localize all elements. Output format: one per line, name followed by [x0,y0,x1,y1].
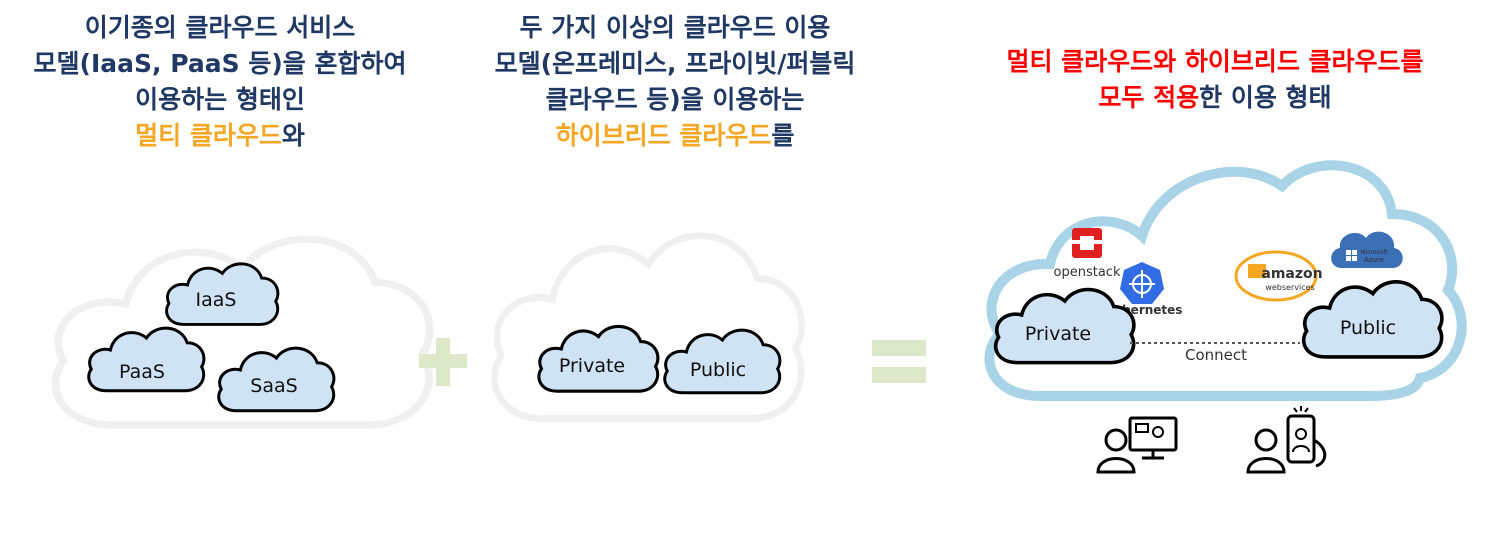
iaas-label: IaaS [196,289,237,311]
hybrid-caption-highlight: 하이브리드 클라우드 [555,121,772,150]
multi-caption-line4: 멀티 클라우드와 [20,118,420,154]
hybrid-caption-line1: 두 가지 이상의 클라우드 이용 [519,13,831,42]
connect-link: Connect [1130,342,1300,364]
desktop-user-icon [1096,416,1178,474]
paas-label: PaaS [119,361,165,383]
multi-caption-line3: 이용하는 형태인 [135,85,305,114]
saas-cloud: SaaS [217,346,336,413]
combined-caption-rest: 한 이용 형태 [1199,83,1332,112]
hybrid-cloud-caption: 두 가지 이상의 클라우드 이용 모델(온프레미스, 프라이빗/퍼블릭 클라우드… [470,10,880,154]
aws-label: amazon [1261,266,1322,282]
combined-caption-red: 모두 적용 [1098,83,1200,112]
iaas-cloud: IaaS [165,262,280,326]
combined-caption-line2: 모두 적용한 이용 형태 [960,80,1470,116]
connect-label: Connect [1185,346,1247,364]
combined-caption: 멀티 클라우드와 하이브리드 클라우드를 모두 적용한 이용 형태 [960,44,1470,116]
public-cloud: Public [663,328,782,395]
multi-caption-suffix: 와 [281,121,305,150]
private-label: Private [559,355,625,377]
multi-caption-line1: 이기종의 클라우드 서비스 [84,13,356,42]
azure-top-label: Microsoft [1360,249,1388,256]
aws-logo: amazon webservices [1234,250,1323,302]
combined-public-cloud: Public [1301,279,1444,359]
kubernetes-logo: kubernetes [1106,262,1182,317]
public-label: Public [690,359,746,381]
multi-cloud-caption: 이기종의 클라우드 서비스 모델(IaaS, PaaS 등)을 혼합하여 이용하… [20,10,420,154]
plus-sign [419,338,467,386]
paas-cloud: PaaS [87,326,206,393]
combined-caption-line1: 멀티 클라우드와 하이브리드 클라우드를 [1006,47,1424,76]
combined-private-cloud: Private [993,287,1136,365]
aws-sub-label: webservices [1265,283,1314,292]
equals-sign [872,340,926,383]
hybrid-caption-line2: 모델(온프레미스, 프라이빗/퍼블릭 [494,49,856,78]
private-cloud: Private [537,324,660,393]
hybrid-caption-suffix: 를 [771,121,795,150]
multi-caption-line2: 모델(IaaS, PaaS 등)을 혼합하여 [33,49,407,78]
combined-private-label: Private [1025,323,1091,345]
mobile-user-icon [1246,406,1327,474]
azure-label: Azure [1364,256,1384,264]
saas-label: SaaS [250,375,297,397]
combined-public-label: Public [1340,317,1396,339]
openstack-logo: openstack [1054,228,1121,280]
azure-logo: Microsoft Azure [1331,231,1403,268]
multi-caption-highlight: 멀티 클라우드 [135,121,282,150]
openstack-label: openstack [1054,265,1121,280]
hybrid-caption-line4: 하이브리드 클라우드를 [470,118,880,154]
hybrid-caption-line3: 클라우드 등)을 이용하는 [545,85,805,114]
